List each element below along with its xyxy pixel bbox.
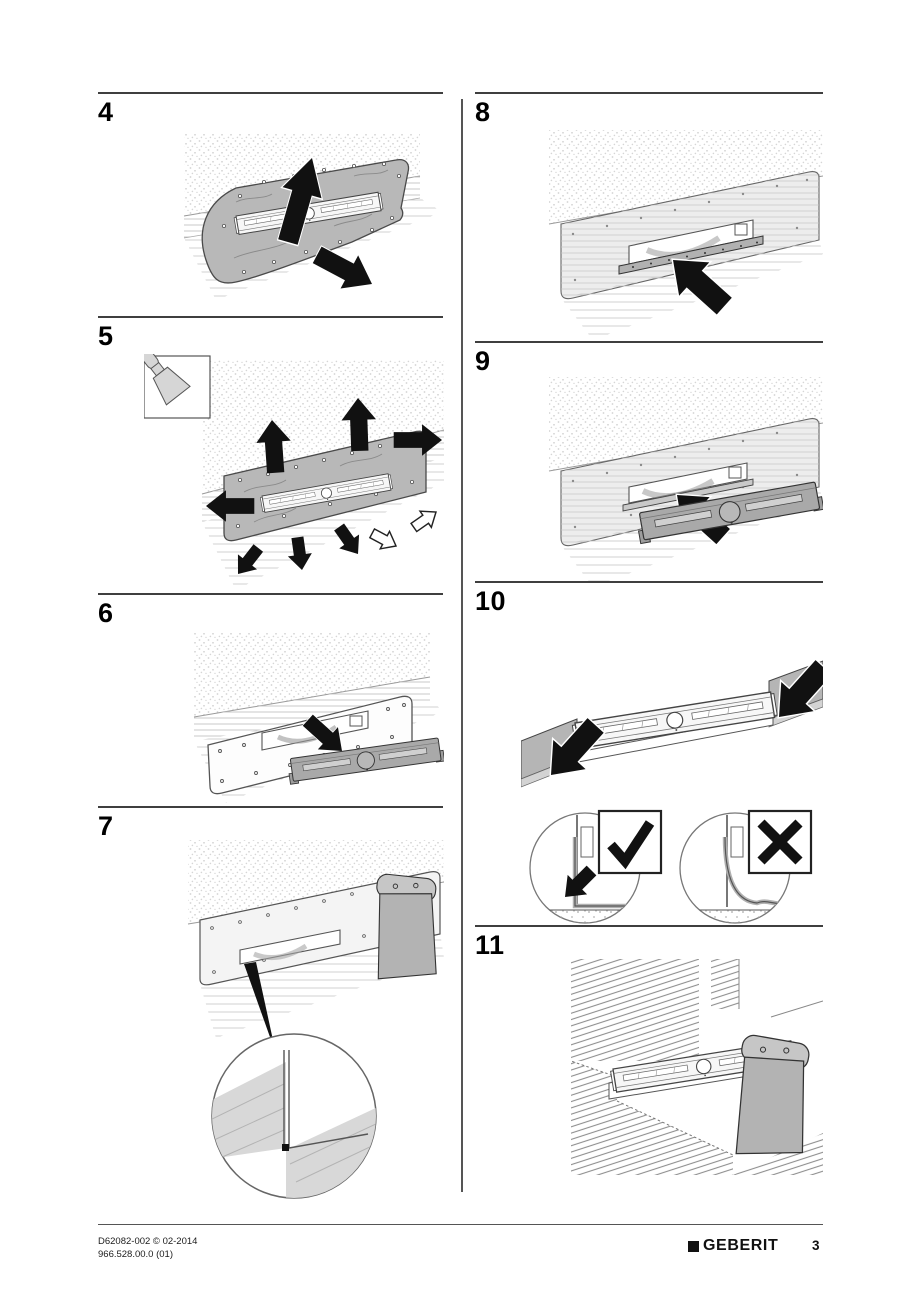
step-6: 6 <box>98 593 444 807</box>
step-9-figure <box>521 375 823 587</box>
step-8-illustration <box>548 130 823 340</box>
column-divider <box>461 99 463 1192</box>
step-11-figure <box>521 957 823 1175</box>
footer-codes: D62082-002 © 02-2014 966.528.00.0 (01) <box>98 1236 197 1261</box>
check-icon <box>607 820 655 870</box>
correct-box <box>597 809 663 875</box>
sealing-strip <box>618 235 764 275</box>
step-6-number: 6 <box>98 598 114 628</box>
step-7: 7 <box>98 806 444 1206</box>
step-4-illustration <box>183 134 442 302</box>
step-4-figure <box>144 130 444 310</box>
step-8: 8 <box>475 92 823 341</box>
step-4: 4 <box>98 92 443 316</box>
step-10-illustration <box>521 651 823 924</box>
detail-magnifier-circle <box>211 1033 377 1199</box>
step-5: 5 <box>98 316 444 596</box>
step-10-rule <box>475 581 823 583</box>
step-11: 11 <box>475 925 823 1190</box>
brand-square-icon <box>688 1240 699 1252</box>
step-8-number: 8 <box>475 97 491 127</box>
putty-knife-icon <box>144 354 191 406</box>
brand-name: GEBERIT <box>703 1237 779 1254</box>
step-4-number: 4 <box>98 97 114 127</box>
trowel <box>366 872 444 986</box>
pointer-triangle <box>244 962 276 1054</box>
step-8-rule <box>475 92 823 94</box>
step-9-illustration <box>548 377 823 587</box>
step-8-figure <box>521 128 823 340</box>
step-5-illustration <box>144 354 444 590</box>
footer-rule <box>98 1224 823 1225</box>
step-6-figure <box>144 629 444 807</box>
step-6-rule <box>98 593 443 595</box>
step-9-rule <box>475 341 823 343</box>
step-11-illustration <box>570 959 823 1175</box>
step-11-rule <box>475 925 823 927</box>
cross-icon <box>757 819 803 865</box>
adhesive-hatch-wall <box>571 959 699 1061</box>
footer-article-code: 966.528.00.0 (01) <box>98 1248 174 1260</box>
page-number: 3 <box>812 1238 820 1253</box>
step-5-figure <box>144 354 444 596</box>
step-7-figure <box>144 838 444 1200</box>
step-7-illustration <box>187 840 444 1199</box>
step-7-number: 7 <box>98 811 114 841</box>
step-4-rule <box>98 92 443 94</box>
step-5-number: 5 <box>98 321 114 351</box>
step-6-illustration <box>193 633 444 803</box>
footer-doc-code: D62082-002 © 02-2014 <box>98 1236 198 1247</box>
step-5-rule <box>98 316 443 318</box>
step-7-rule <box>98 806 443 808</box>
step-10-figure <box>521 623 823 925</box>
brand-logo: GEBERIT <box>688 1237 778 1255</box>
step-9-number: 9 <box>475 346 491 376</box>
step-11-number: 11 <box>475 930 505 960</box>
arrow-outline-down-right-icon <box>366 523 402 556</box>
arrow-outline-up-right-icon <box>407 503 443 537</box>
step-10-number: 10 <box>475 586 507 616</box>
step-9: 9 <box>475 341 823 587</box>
step-10: 10 <box>475 581 823 925</box>
